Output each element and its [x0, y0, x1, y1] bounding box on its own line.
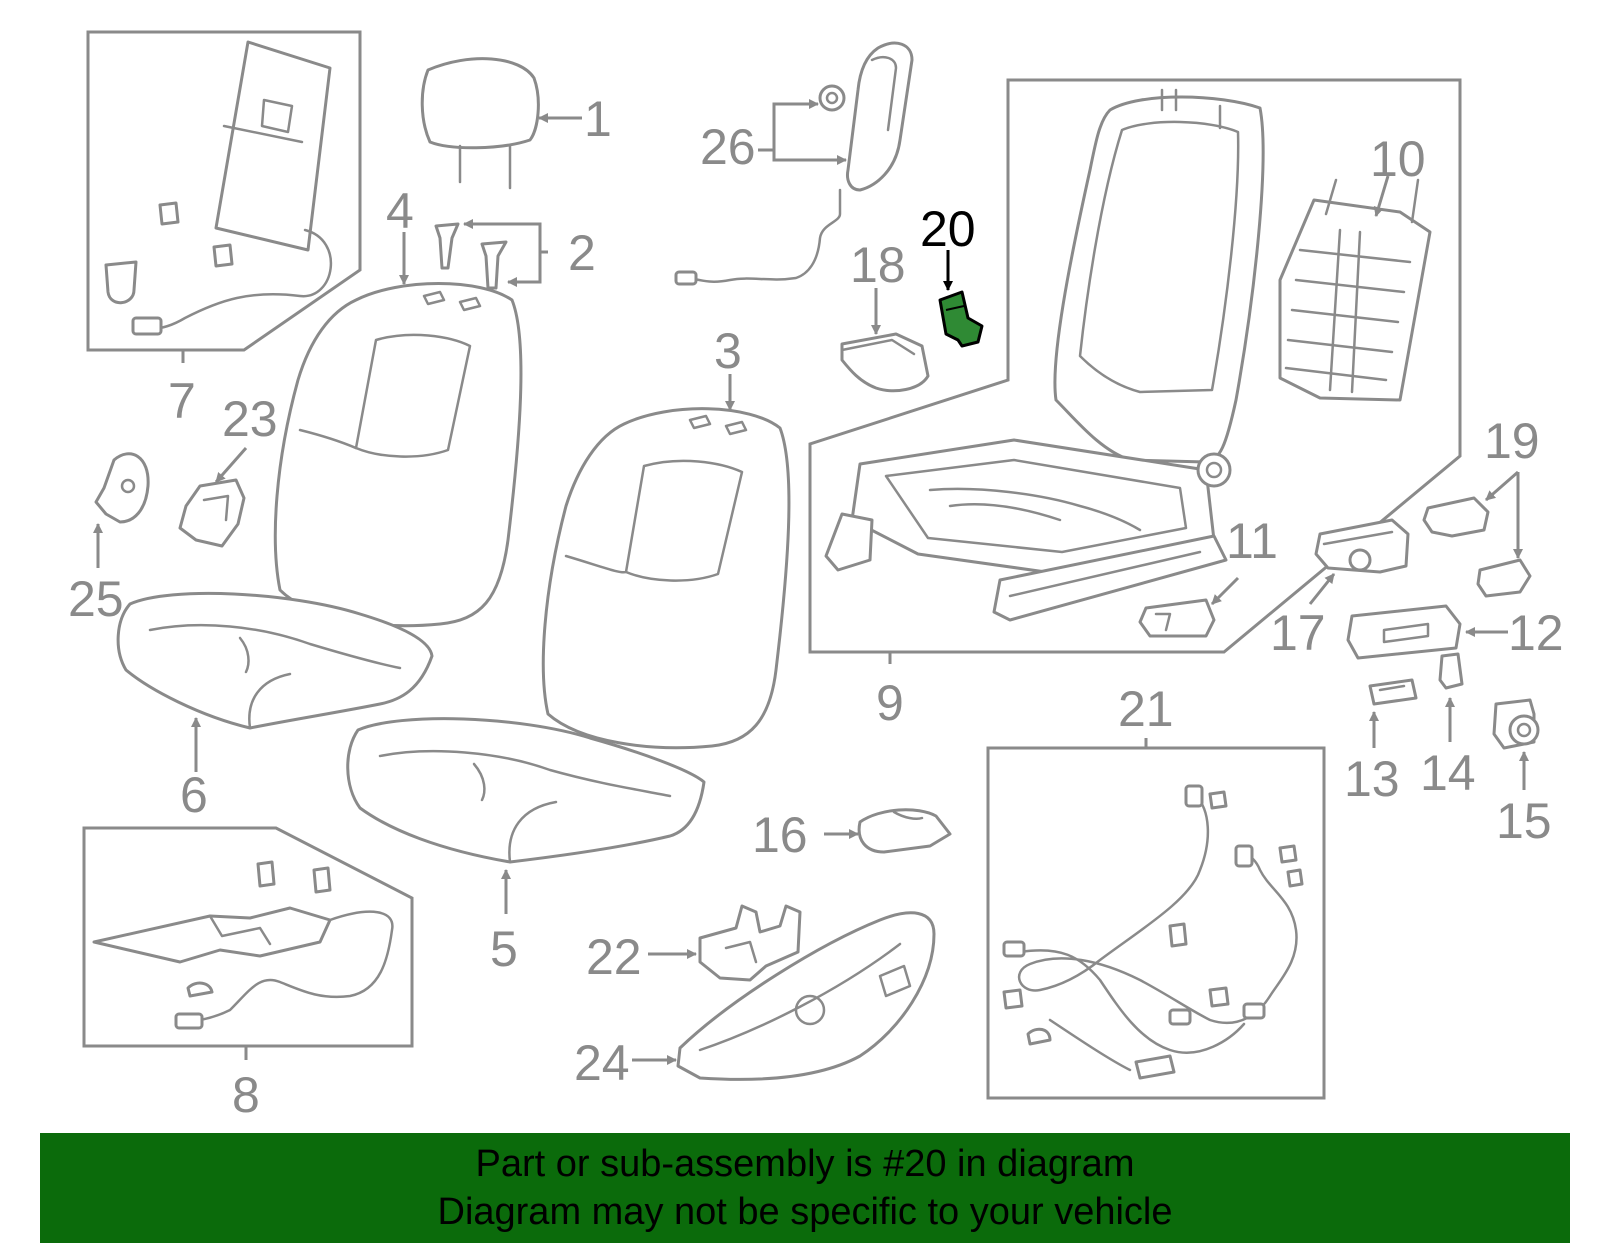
part-19-switch-knobs: 19 [1422, 413, 1540, 598]
label-13: 13 [1344, 751, 1400, 807]
label-25: 25 [68, 571, 124, 627]
label-20: 20 [920, 201, 976, 257]
part-24-side-trim: 24 [574, 911, 936, 1091]
part-3-seat-back-cover: 3 [541, 323, 791, 750]
label-19: 19 [1484, 413, 1540, 469]
part-12-switch-panel: 12 [1346, 604, 1564, 661]
part-6-seat-cushion-cover: 6 [116, 591, 434, 823]
label-15: 15 [1496, 793, 1552, 849]
part-23-bracket: 23 [178, 391, 278, 548]
info-banner: Part or sub-assembly is #20 in diagram D… [40, 1133, 1570, 1243]
label-5: 5 [490, 921, 518, 977]
label-21: 21 [1118, 681, 1174, 737]
banner-line-2: Diagram may not be specific to your vehi… [437, 1191, 1173, 1233]
part-9-seat-frame: 9 [808, 78, 1462, 731]
label-17: 17 [1270, 605, 1326, 661]
label-26: 26 [700, 119, 756, 175]
part-14-button: 14 [1420, 652, 1476, 801]
part-4-seat-back-cover: 4 [273, 183, 523, 628]
label-3: 3 [714, 323, 742, 379]
part-2-headrest-guides: 2 [434, 219, 596, 290]
part-5-seat-cushion-cover: 5 [346, 717, 706, 977]
label-12: 12 [1508, 605, 1564, 661]
part-20-highlighted: 20 [920, 201, 984, 348]
label-1: 1 [584, 91, 612, 147]
part-11-cover: 11 [1138, 513, 1278, 638]
part-13-button: 13 [1344, 678, 1418, 807]
label-6: 6 [180, 767, 208, 823]
label-7: 7 [168, 373, 196, 429]
label-2: 2 [568, 225, 596, 281]
part-8-cushion-heater-kit: 8 [82, 826, 414, 1123]
label-16: 16 [752, 807, 808, 863]
label-9: 9 [876, 675, 904, 731]
part-17-switch: 17 [1270, 518, 1410, 661]
label-8: 8 [232, 1067, 260, 1123]
label-11: 11 [1226, 513, 1278, 569]
part-22-bracket: 22 [586, 904, 802, 985]
banner-line-1: Part or sub-assembly is #20 in diagram [475, 1143, 1135, 1185]
part-16-cover: 16 [752, 807, 952, 863]
part-15-knob: 15 [1492, 698, 1552, 849]
part-18-trim: 18 [840, 237, 930, 393]
label-23: 23 [222, 391, 278, 447]
label-14: 14 [1420, 745, 1476, 801]
label-10: 10 [1370, 131, 1426, 187]
part-26-side-airbag: 26 [674, 41, 914, 286]
label-18: 18 [850, 237, 906, 293]
part-10-lumbar-support: 10 [1278, 131, 1432, 402]
part-7-back-heater-kit: 7 [86, 30, 362, 429]
label-22: 22 [586, 929, 642, 985]
part-1-headrest: 1 [420, 57, 612, 190]
label-4: 4 [386, 183, 414, 239]
part-21-wire-harness: 21 [986, 681, 1326, 1100]
label-24: 24 [574, 1035, 630, 1091]
part-25-cover: 25 [68, 452, 150, 627]
